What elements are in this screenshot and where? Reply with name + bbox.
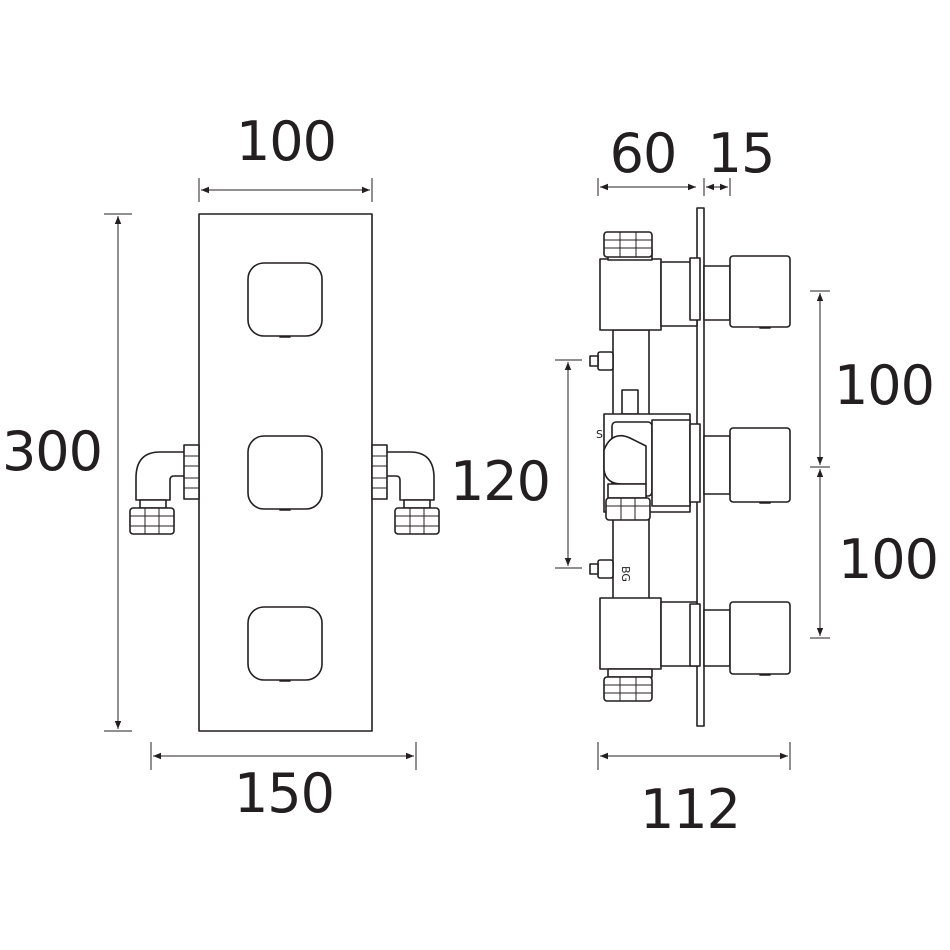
dim-front-overall-width: 150 (150, 742, 417, 825)
dim-label-side-inlet-height: 120 (450, 450, 550, 513)
dim-front-height: 300 (2, 213, 132, 732)
dim-label-side-centers-lower: 100 (838, 528, 938, 591)
side-lower-screw (589, 559, 614, 579)
side-lower-cartridge (599, 597, 791, 702)
dim-side-centers: 100 100 (810, 290, 939, 639)
front-view: 100 300 150 (2, 110, 440, 825)
dim-label-front-overall-width: 150 (234, 762, 334, 825)
dim-label-side-depth-handle: 15 (708, 122, 775, 185)
side-middle-cartridge: S (596, 389, 791, 521)
dim-side-depth: 60 15 (597, 122, 775, 196)
side-upper-screw (589, 351, 614, 371)
side-brand-stamp: BG (619, 566, 632, 582)
side-view: S BG (450, 122, 939, 841)
dim-label-side-overall-depth: 112 (640, 778, 740, 841)
dim-label-side-centers-upper: 100 (834, 354, 934, 417)
dim-label-side-depth-body: 60 (610, 122, 677, 185)
front-handle-bottom (247, 606, 323, 682)
front-left-elbow (129, 444, 200, 535)
side-body-mark: S (596, 428, 603, 441)
dim-side-inlet-height: 120 (450, 359, 582, 569)
dim-label-front-height: 300 (2, 420, 102, 483)
dim-front-width: 100 (198, 110, 373, 202)
side-upper-cartridge (599, 231, 791, 331)
dim-side-overall-depth: 112 (597, 742, 791, 841)
front-right-elbow (371, 444, 440, 535)
front-handle-top (247, 262, 323, 338)
dim-label-front-width: 100 (236, 110, 336, 173)
front-handle-middle (247, 435, 323, 511)
